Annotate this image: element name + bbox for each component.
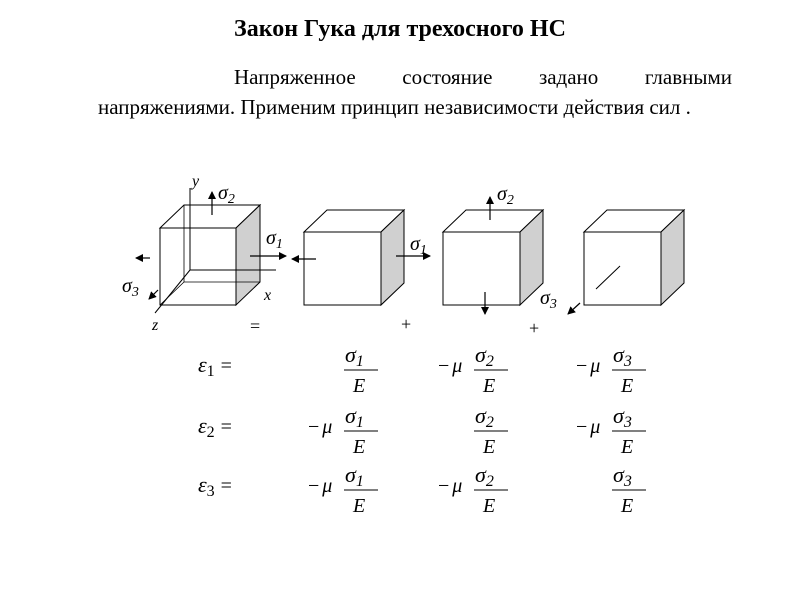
strain-lhs-2: ε2= bbox=[198, 413, 232, 441]
plus-sign-1: + bbox=[401, 314, 411, 334]
strain-lhs-3: ε3= bbox=[198, 472, 232, 500]
strain-term-r3-c2: −μ σ2E bbox=[438, 462, 508, 517]
cube-full-stress: y x z σ2 σ1 σ3 bbox=[122, 173, 287, 334]
minus-mu-coefficient: −μ bbox=[308, 475, 332, 497]
cube-3-sigma-2-label: σ2 bbox=[497, 183, 514, 208]
strain-term-r1-c2: −μ σ2E bbox=[438, 342, 508, 397]
y-axis-label: y bbox=[190, 173, 200, 190]
cube-4-sigma-3-label: σ3 bbox=[540, 287, 557, 312]
strain-term-r1-c1: σ1E bbox=[344, 342, 378, 397]
minus-mu-coefficient: −μ bbox=[576, 355, 600, 377]
fraction-denominator: E bbox=[352, 436, 365, 458]
strain-lhs-1: ε1= bbox=[198, 352, 232, 380]
strain-term-r1-c3: −μ σ3E bbox=[576, 342, 646, 397]
strain-term-r2-c2: σ2E bbox=[474, 403, 508, 458]
minus-mu-coefficient: −μ bbox=[576, 416, 600, 438]
intro-paragraph: Напряженное состояние задано главными на… bbox=[98, 65, 732, 119]
fraction-numerator: σ2 bbox=[475, 342, 494, 370]
sigma-2-label: σ2 bbox=[218, 182, 235, 207]
fraction-denominator: E bbox=[352, 495, 365, 517]
cube-sigma-2: σ2 bbox=[441, 183, 545, 315]
z-axis bbox=[154, 269, 191, 314]
strain-term-r2-c3: −μ σ3E bbox=[576, 403, 646, 458]
fraction-denominator: E bbox=[620, 375, 633, 397]
fraction-numerator: σ3 bbox=[613, 403, 632, 431]
slide-title: Закон Гука для трехосного НС bbox=[234, 16, 566, 42]
equals-sign: = bbox=[250, 316, 260, 336]
cube-4-sigma-3-line bbox=[595, 265, 621, 290]
fraction-denominator: E bbox=[482, 375, 495, 397]
strain-term-r3-c3: σ3E bbox=[612, 462, 646, 517]
cube-4-sigma-3-arrow bbox=[567, 302, 581, 315]
fraction-numerator: σ1 bbox=[345, 462, 364, 490]
fraction-denominator: E bbox=[620, 495, 633, 517]
fraction-numerator: σ1 bbox=[345, 342, 364, 370]
cube-sigma-1: σ1 bbox=[291, 208, 431, 307]
strain-term-r3-c1: −μ σ1E bbox=[308, 462, 378, 517]
sigma-3-arrow bbox=[148, 289, 159, 300]
cube-2-sigma-1-label: σ1 bbox=[410, 233, 427, 258]
fraction-denominator: E bbox=[352, 375, 365, 397]
fraction-denominator: E bbox=[482, 436, 495, 458]
plus-sign-2: + bbox=[529, 318, 539, 338]
fraction-numerator: σ3 bbox=[613, 462, 632, 490]
minus-mu-coefficient: −μ bbox=[438, 355, 462, 377]
fraction-numerator: σ2 bbox=[475, 462, 494, 490]
fraction-denominator: E bbox=[482, 495, 495, 517]
fraction-numerator: σ3 bbox=[613, 342, 632, 370]
fraction-numerator: σ1 bbox=[345, 403, 364, 431]
z-axis-label: z bbox=[151, 317, 159, 334]
sigma-3-label: σ3 bbox=[122, 275, 139, 300]
minus-mu-coefficient: −μ bbox=[308, 416, 332, 438]
minus-mu-coefficient: −μ bbox=[438, 475, 462, 497]
cube-sigma-3: σ3 bbox=[540, 208, 686, 315]
sigma-1-label: σ1 bbox=[266, 227, 283, 252]
fraction-numerator: σ2 bbox=[475, 403, 494, 431]
strain-term-r2-c1: −μ σ1E bbox=[308, 403, 378, 458]
fraction-denominator: E bbox=[620, 436, 633, 458]
x-axis-label: x bbox=[263, 287, 271, 304]
